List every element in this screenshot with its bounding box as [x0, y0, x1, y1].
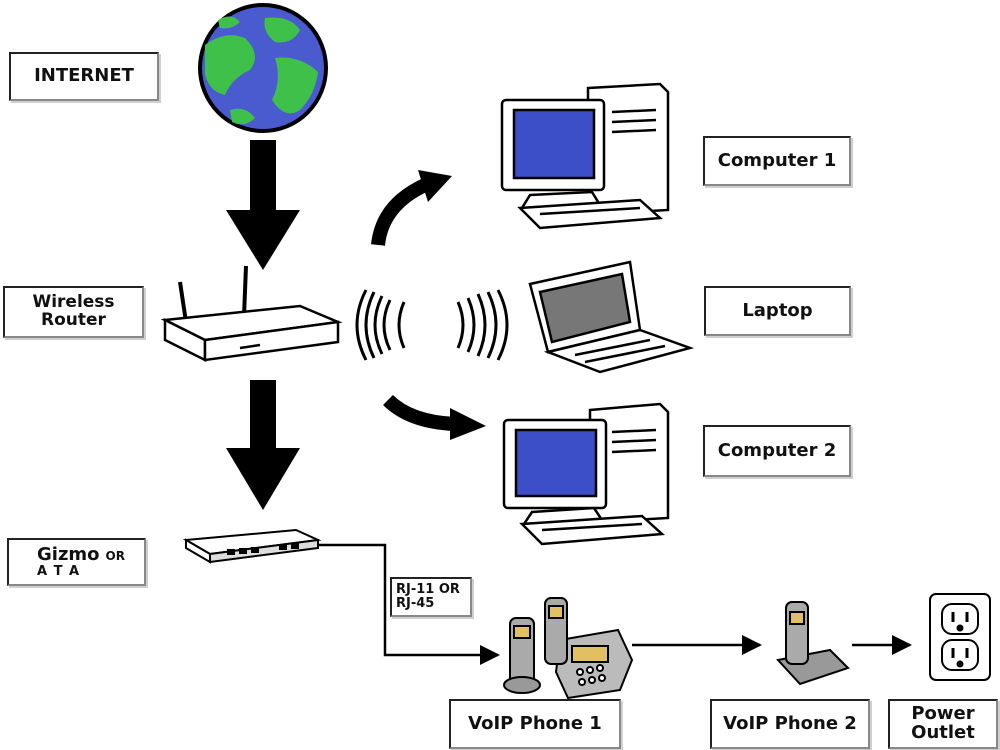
globe-icon — [198, 3, 328, 133]
router-to-computer2-arrow — [383, 394, 486, 440]
voip-phone-1-label: VoIP Phone 1 — [449, 699, 621, 749]
rj-label-line2: RJ-45 — [396, 596, 435, 611]
gizmo-ata-label: Gizmo OR A T A — [7, 538, 146, 586]
computer-1-label: Computer 1 — [703, 136, 851, 186]
voip-phone-1-label-text: VoIP Phone 1 — [468, 712, 602, 734]
power-outlet-label-line1: Power — [911, 703, 975, 725]
gizmo-label-text: Gizmo — [37, 543, 100, 565]
voip-phone-2-label-text: VoIP Phone 2 — [723, 712, 857, 734]
power-outlet-label: Power Outlet — [888, 699, 998, 749]
wireless-router-label: Wireless Router — [3, 286, 144, 338]
router-to-computer1-arrow — [371, 170, 452, 246]
voip-phone-2-icon — [776, 601, 850, 686]
computer-2-label-text: Computer 2 — [717, 439, 837, 461]
power-outlet-label-line2: Outlet — [911, 722, 975, 743]
internet-label: INTERNET — [9, 52, 159, 101]
computer-1-label-text: Computer 1 — [717, 149, 837, 171]
wireless-router-label-line2: Router — [41, 310, 106, 330]
ata-device-icon — [182, 528, 322, 564]
rj-label-line1: RJ-11 OR — [396, 582, 460, 598]
rj-connector-label: RJ-11 OR RJ-45 — [390, 577, 472, 617]
desktop-computer-2-icon — [502, 402, 670, 546]
desktop-computer-1-icon — [500, 82, 670, 230]
power-outlet-icon — [929, 593, 991, 681]
gizmo-or-text: OR — [105, 548, 125, 563]
computer-2-label: Computer 2 — [703, 425, 851, 477]
wireless-router-icon — [160, 265, 343, 363]
internet-to-router-arrow — [226, 140, 300, 270]
laptop-label: Laptop — [704, 286, 851, 336]
voip-phone-2-label: VoIP Phone 2 — [710, 699, 870, 749]
wireless-router-label-line1: Wireless — [32, 292, 115, 313]
ata-label-text: A T A — [37, 563, 81, 579]
wireless-signal-icon — [355, 289, 509, 361]
internet-label-text: INTERNET — [34, 65, 134, 87]
laptop-label-text: Laptop — [742, 299, 813, 321]
laptop-icon — [528, 260, 695, 374]
rj-cable-line — [318, 543, 500, 665]
router-to-ata-arrow — [226, 380, 300, 510]
voip-phone-1-icon — [503, 597, 634, 700]
